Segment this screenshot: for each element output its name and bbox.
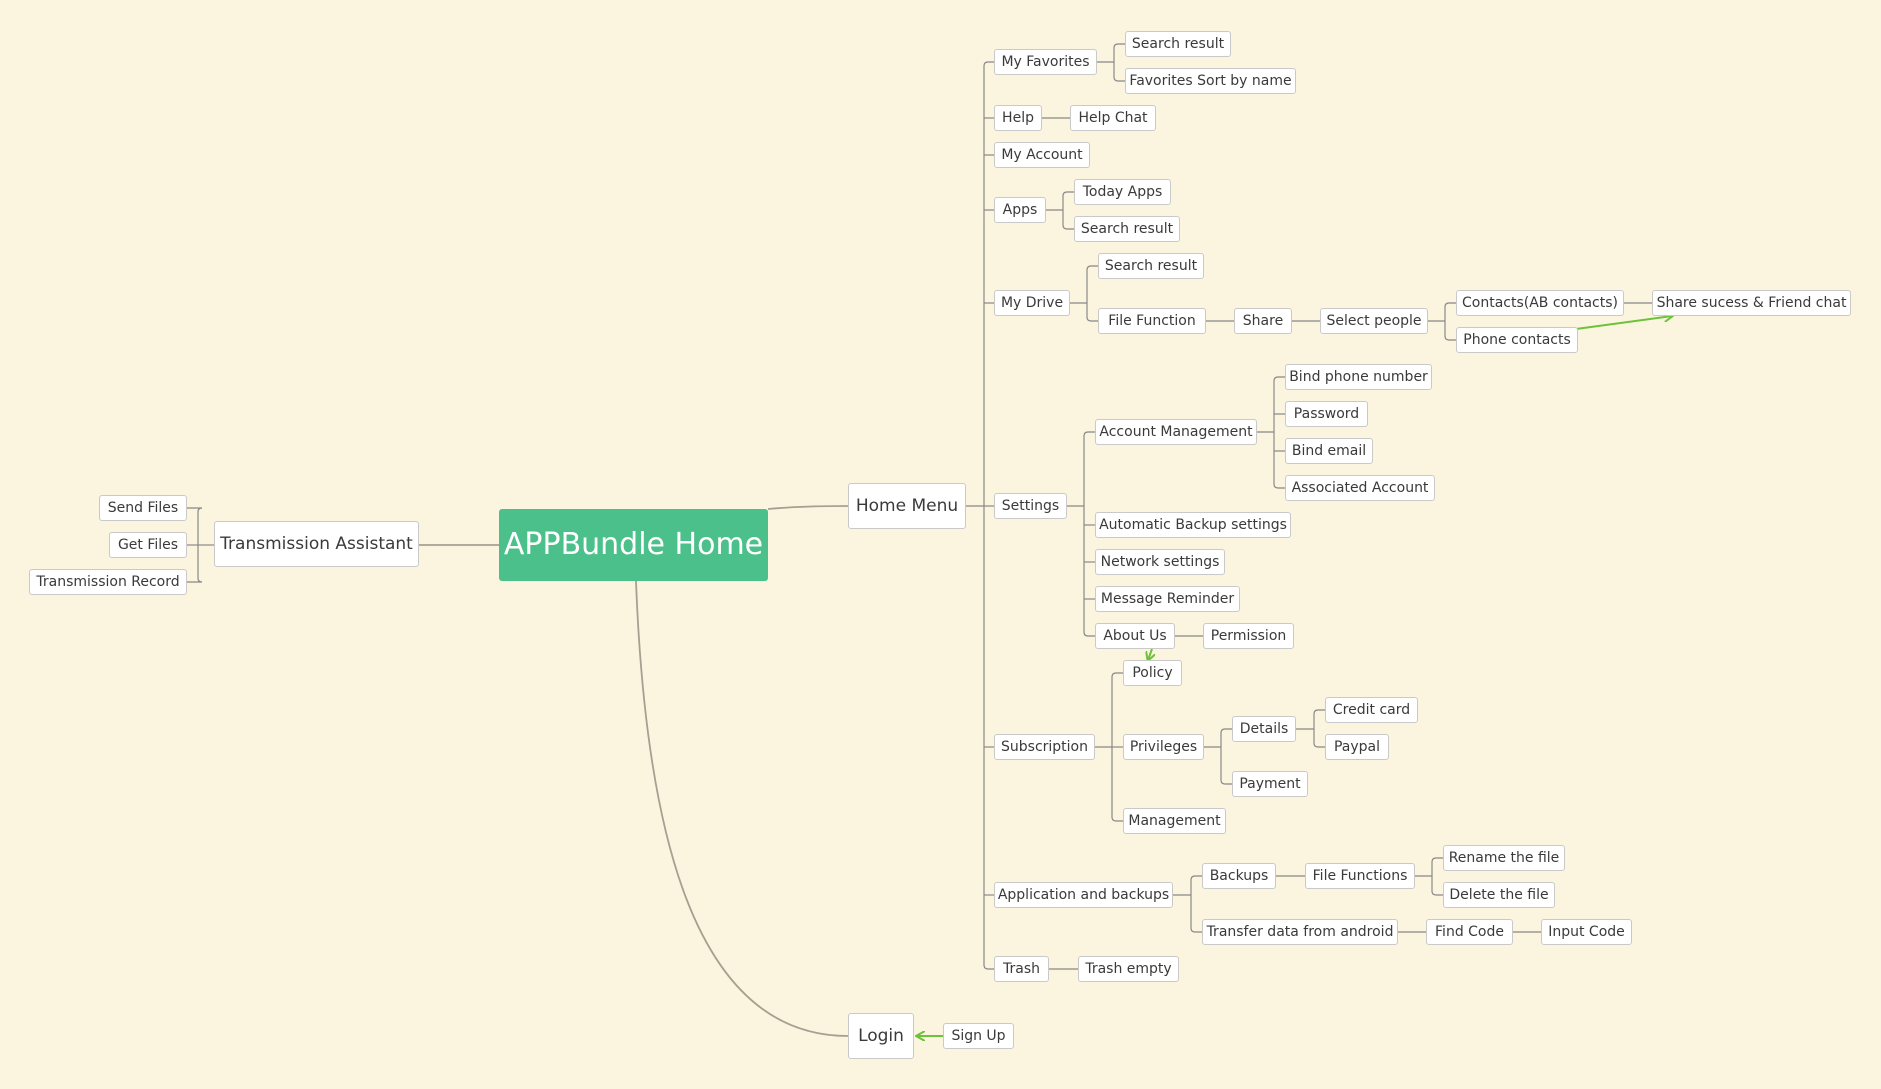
node-transfer-android[interactable]: Transfer data from android [1202,919,1398,945]
privileges-branch-0 [1220,728,1232,734]
node-my-account[interactable]: My Account [994,142,1090,168]
app-backups-branch-0 [1190,875,1202,881]
root-to-home-menu [767,505,849,510]
settings-branch-0 [1083,431,1095,437]
node-home-menu[interactable]: Home Menu [848,483,966,529]
node-help[interactable]: Help [994,105,1042,131]
node-favorites-sort[interactable]: Favorites Sort by name [1125,68,1296,94]
file-functions-branch-1 [1431,890,1443,896]
apps-branch-0 [1062,191,1074,197]
node-trash-empty[interactable]: Trash empty [1078,956,1179,982]
node-file-function[interactable]: File Function [1098,308,1206,334]
transmission-branch-2 [187,577,203,583]
node-login[interactable]: Login [848,1013,914,1059]
details-branch-1 [1313,742,1325,748]
phone-contacts-arrow [1575,316,1672,330]
node-bind-email[interactable]: Bind email [1285,438,1373,464]
node-password[interactable]: Password [1285,401,1368,427]
transmission-branch-0 [187,507,203,513]
node-management[interactable]: Management [1123,808,1226,834]
node-about-us[interactable]: About Us [1095,623,1175,649]
apps-branch-1 [1062,224,1074,230]
node-apps[interactable]: Apps [994,197,1046,223]
subscription-branch-2 [1111,816,1123,822]
favorites-branch-1 [1113,76,1125,82]
node-payment[interactable]: Payment [1232,771,1308,797]
node-rename-file[interactable]: Rename the file [1443,845,1565,871]
node-contacts-ab[interactable]: Contacts(AB contacts) [1456,290,1624,316]
node-get-files[interactable]: Get Files [109,532,187,558]
details-branch-0 [1313,709,1325,715]
select-people-branch-1 [1444,335,1456,341]
app-backups-branch-1 [1190,927,1202,933]
select-people-branch-0 [1444,302,1456,308]
node-account-management[interactable]: Account Management [1095,419,1257,445]
node-credit-card[interactable]: Credit card [1325,697,1418,723]
node-share[interactable]: Share [1234,308,1292,334]
node-apps-search-result[interactable]: Search result [1074,216,1180,242]
node-my-favorites[interactable]: My Favorites [994,49,1097,75]
node-network-settings[interactable]: Network settings [1095,549,1225,575]
node-application-backups[interactable]: Application and backups [994,882,1173,908]
node-message-reminder[interactable]: Message Reminder [1095,586,1240,612]
node-input-code[interactable]: Input Code [1541,919,1632,945]
node-today-apps[interactable]: Today Apps [1074,179,1171,205]
node-send-files[interactable]: Send Files [99,495,187,521]
drive-branch-0 [1086,265,1098,271]
node-phone-contacts[interactable]: Phone contacts [1456,327,1578,353]
file-functions-branch-0 [1431,857,1443,863]
node-select-people[interactable]: Select people [1320,308,1428,334]
favorites-branch-0 [1113,43,1125,49]
account-management-branch-0 [1273,376,1285,382]
node-drive-search-result[interactable]: Search result [1098,253,1204,279]
root-to-login [635,580,849,1037]
node-paypal[interactable]: Paypal [1325,734,1389,760]
home-menu-branch-8 [983,964,994,970]
node-delete-file[interactable]: Delete the file [1443,882,1555,908]
node-transmission-assistant[interactable]: Transmission Assistant [214,521,419,567]
account-management-branch-3 [1273,483,1285,489]
node-find-code[interactable]: Find Code [1426,919,1513,945]
settings-branch-4 [1083,631,1095,637]
node-settings[interactable]: Settings [994,493,1067,519]
node-my-drive[interactable]: My Drive [994,290,1070,316]
node-policy[interactable]: Policy [1123,660,1182,686]
node-file-functions[interactable]: File Functions [1305,863,1415,889]
node-share-success[interactable]: Share sucess & Friend chat [1652,290,1851,316]
node-privileges[interactable]: Privileges [1123,734,1204,760]
node-details[interactable]: Details [1232,716,1296,742]
privileges-branch-1 [1220,779,1232,785]
node-associated-account[interactable]: Associated Account [1285,475,1435,501]
node-transmission-record[interactable]: Transmission Record [29,569,187,595]
node-backups[interactable]: Backups [1202,863,1276,889]
node-bind-phone[interactable]: Bind phone number [1285,364,1432,390]
node-permission[interactable]: Permission [1203,623,1294,649]
subscription-branch-0 [1111,672,1123,678]
home-menu-branch-0 [983,61,994,67]
node-subscription[interactable]: Subscription [994,734,1095,760]
about-us-to-policy-arrow [1148,648,1152,660]
node-favorites-search-result[interactable]: Search result [1125,31,1231,57]
node-trash[interactable]: Trash [994,956,1049,982]
root-node[interactable]: APPBundle Home [499,509,768,581]
node-help-chat[interactable]: Help Chat [1070,105,1156,131]
node-auto-backup[interactable]: Automatic Backup settings [1095,512,1291,538]
drive-branch-1 [1086,316,1098,322]
node-sign-up[interactable]: Sign Up [943,1023,1014,1049]
